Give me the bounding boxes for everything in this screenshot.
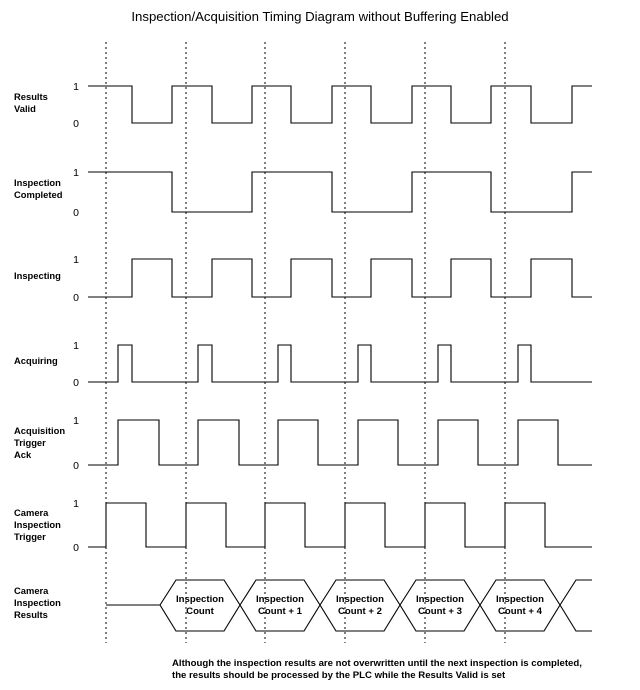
camera-inspection-results-row: CameraInspectionResultsInspectionCountIn… [14,579,592,632]
signal-label-camera-inspection-trigger: Camera [14,507,49,518]
waveform-inspection-completed [88,171,592,213]
results-cell-label-2: Count + 1 [258,606,303,617]
tick-low-inspection-completed: 0 [73,207,79,219]
tick-low-results-valid: 0 [73,118,79,130]
results-tail-bottom [559,604,592,632]
tick-low-acquisition-trigger-ack: 0 [73,460,79,472]
signal-label-results-valid: Results [14,91,48,102]
signal-waveforms-group: ResultsValid10InspectionCompleted10Inspe… [14,81,592,554]
signal-label-camera-inspection-trigger: Inspection [14,519,61,530]
waveform-acquiring [88,344,592,383]
results-cell-label-5: Count + 4 [498,606,543,617]
tick-high-acquiring: 1 [73,340,79,352]
waveform-camera-inspection-trigger [88,502,592,548]
signal-label-camera-inspection-results: Camera [14,585,49,596]
results-tail-top [559,579,592,606]
results-cell-label-4: Count + 3 [418,606,462,617]
signal-label-camera-inspection-results: Results [14,609,48,620]
signal-label-acquiring: Acquiring [14,355,58,366]
waveform-acquisition-trigger-ack [88,419,592,466]
signal-label-acquisition-trigger-ack: Trigger [14,437,46,448]
waveform-inspecting [88,258,592,298]
results-cell-label-3: Inspection [336,594,384,605]
results-cell-label-1: Count [186,606,215,617]
signal-row-inspecting: Inspecting 1 0 [14,254,592,304]
tick-high-acquisition-trigger-ack: 1 [73,415,79,427]
signal-row-acquiring: Acquiring 1 0 [14,340,592,389]
tick-low-camera-inspection-trigger: 0 [73,542,79,554]
tick-high-inspection-completed: 1 [73,167,79,179]
waveform-results-valid [88,85,592,124]
results-cell-label-2: Inspection [256,594,304,605]
signal-label-results-valid: Valid [14,103,36,114]
signal-label-inspection-completed: Inspection [14,177,61,188]
footer-note-line-1: Although the inspection results are not … [172,658,582,669]
signal-label-acquisition-trigger-ack: Ack [14,449,32,460]
results-cell-label-5: Inspection [496,594,544,605]
signal-label-inspection-completed: Completed [14,189,63,200]
results-cell-label-4: Inspection [416,594,464,605]
signal-label-camera-inspection-trigger: Trigger [14,531,46,542]
results-cell-label-3: Count + 2 [338,606,382,617]
tick-high-camera-inspection-trigger: 1 [73,498,79,510]
results-cell-label-1: Inspection [176,594,224,605]
signal-label-camera-inspection-results: Inspection [14,597,61,608]
tick-high-results-valid: 1 [73,81,79,93]
signal-label-acquisition-trigger-ack: Acquisition [14,425,65,436]
tick-low-acquiring: 0 [73,377,79,389]
page-title: Inspection/Acquisition Timing Diagram wi… [131,9,508,24]
tick-high-inspecting: 1 [73,254,79,266]
signal-label-inspecting: Inspecting [14,270,61,281]
tick-low-inspecting: 0 [73,292,79,304]
footer-note-line-2: the results should be processed by the P… [172,670,506,681]
